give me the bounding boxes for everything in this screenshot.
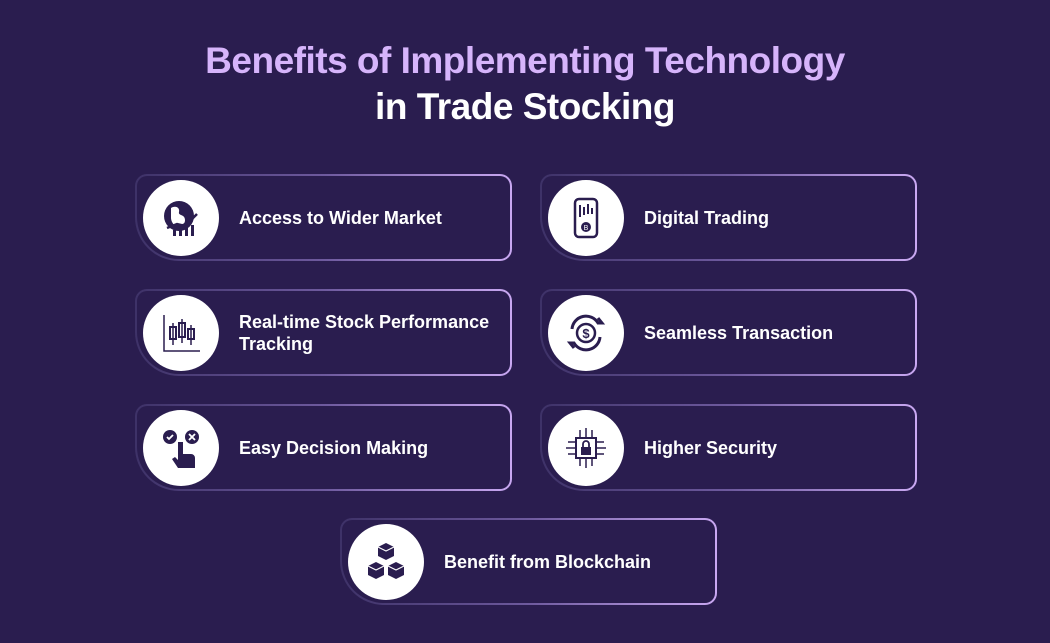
mobile-bitcoin-icon: B	[548, 180, 624, 256]
benefit-label: Easy Decision Making	[239, 437, 429, 458]
blockchain-cubes-icon	[348, 524, 424, 600]
benefit-card-blockchain: Benefit from Blockchain	[340, 518, 717, 605]
benefit-card-wider-market: Access to Wider Market	[135, 174, 512, 261]
candlestick-chart-icon	[143, 295, 219, 371]
title-line-2: in Trade Stocking	[375, 86, 675, 127]
title-line-1: Benefits of Implementing Technology	[205, 40, 845, 81]
svg-text:B: B	[584, 225, 589, 232]
svg-text:$: $	[582, 326, 590, 341]
decision-hand-icon	[143, 410, 219, 486]
benefit-label: Access to Wider Market	[239, 207, 442, 228]
benefit-label: Benefit from Blockchain	[444, 551, 652, 572]
benefit-label: Digital Trading	[644, 207, 770, 228]
benefit-label: Real-time Stock Performance Tracking	[239, 311, 490, 354]
globe-growth-icon	[143, 180, 219, 256]
benefit-card-digital-trading: B Digital Trading	[540, 174, 917, 261]
benefit-label: Seamless Transaction	[644, 322, 834, 343]
benefit-card-seamless-transaction: $ Seamless Transaction	[540, 289, 917, 376]
benefit-card-higher-security: Higher Security	[540, 404, 917, 491]
benefit-card-decision-making: Easy Decision Making	[135, 404, 512, 491]
benefit-label: Higher Security	[644, 437, 778, 458]
benefit-card-realtime-tracking: Real-time Stock Performance Tracking	[135, 289, 512, 376]
chip-lock-icon	[548, 410, 624, 486]
dollar-exchange-icon: $	[548, 295, 624, 371]
